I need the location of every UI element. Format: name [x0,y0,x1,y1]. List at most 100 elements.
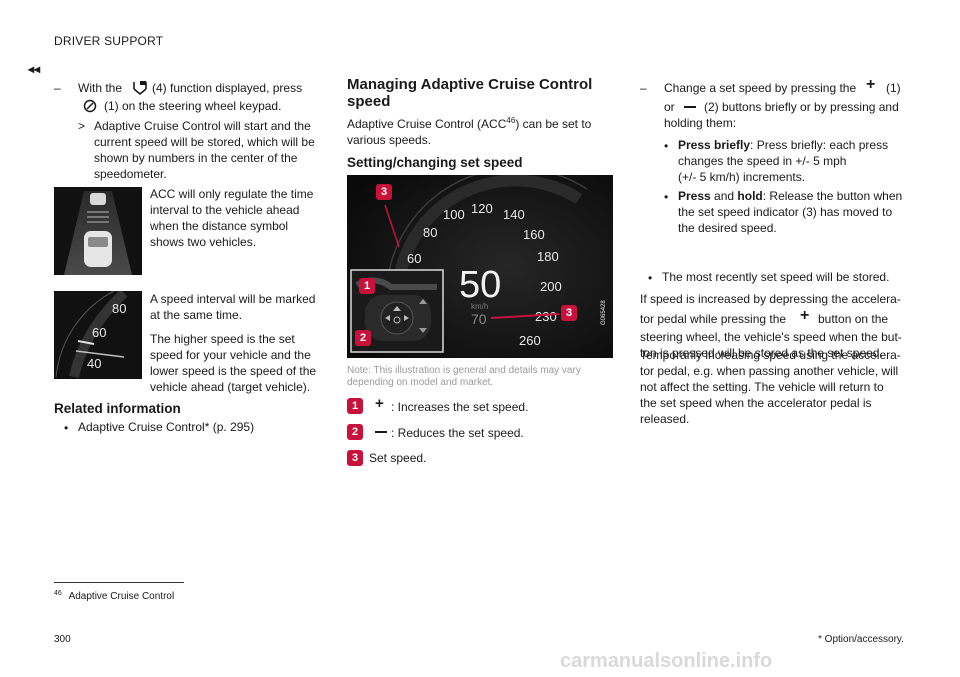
bullet-text: : Release the button when [762,189,903,203]
speed-tick: 260 [519,333,541,348]
distance-symbol-image [54,187,142,275]
title-line: speed [347,93,391,110]
page-number: 300 [54,634,71,645]
bullet-label: Press [678,189,711,203]
speed-unit: km/h [471,302,488,311]
related-link-text[interactable]: Adaptive Cruise Control* (p. 295) [78,420,255,434]
result-line: Adaptive Cruise Control will start and t… [94,119,311,133]
image1-caption: ACC will only regulate the time interval… [150,186,330,250]
bullet-label: Press briefly [678,138,751,152]
speed-tick: 120 [471,201,493,216]
paragraph-line: tor pedal while pressing the [640,312,787,326]
paragraph-accelerator: If speed is increased by depressing the … [640,291,920,361]
caption-line: vehicle ahead (target vehicle). [150,380,311,394]
subsection-title: Setting/changing set speed [347,155,523,170]
gauge-tick: 60 [92,325,106,340]
cruise-control-button-icon [83,99,97,113]
step-text: or [664,100,675,114]
paragraph-line: ton is pressed will be stored as the set… [640,346,883,360]
bullet-text: (+/- 5 km/h) increments. [678,170,806,184]
speed-tick: 230 [535,309,557,324]
watermark: carmanualsonline.info [560,650,773,672]
step-text: Change a set speed by pressing the [664,81,857,95]
gauge-tick: 80 [112,301,126,316]
paragraph-line: tor pedal, e.g. when passing another veh… [640,364,899,378]
step-text-line2: (1) on the steering wheel keypad. [104,99,282,113]
footnote-number: 46 [54,590,62,597]
caption-line: at the same time. [150,308,243,322]
legend-item: 1 + : Increases the set speed. [347,395,607,416]
two-vehicles-icon [54,187,142,275]
title-line: Managing Adaptive Cruise Control [347,76,593,93]
speed-tick: 160 [523,227,545,242]
result-line: speedometer. [94,167,167,181]
caption-line: interval to the vehicle ahead [150,203,300,217]
speedometer-illustration: 60 80 100 120 140 160 180 200 230 260 50… [347,167,613,358]
bullet-press-briefly: Press briefly: Press briefly: each press… [678,137,918,185]
paragraph-line: released. [640,412,690,426]
result-line: current speed will be stored, which will… [94,135,315,149]
legend-number: 1 [347,398,363,414]
legend-number: 2 [347,424,363,440]
paragraph-line: steering wheel, the vehicle's speed when… [640,330,902,344]
related-link[interactable]: Adaptive Cruise Control* (p. 295) [78,419,254,435]
paragraph-line: not affect the setting. The vehicle will… [640,380,884,394]
callout-badge: 3 [561,305,577,321]
bullet-press-hold: Press and hold: Release the button when … [678,188,918,236]
caption-line: speed for your vehicle and the [150,348,311,362]
page-header: DRIVER SUPPORT [54,34,164,48]
step-text-after: (4) function displayed, press [152,81,303,95]
bullet-text: The most recently set speed will be stor… [662,270,890,284]
legend-text: : Reduces the set speed. [391,426,524,440]
target-speed: 70 [471,311,487,327]
speed-interval-image: 80 60 40 [54,289,142,379]
intro-text: ) can be set to [515,117,592,131]
speed-tick: 140 [503,207,525,222]
callout-badge: 1 [359,278,375,294]
legend-item: 3 Set speed. [347,450,607,468]
intro-text: Adaptive Cruise Control (ACC [347,117,507,131]
bullet-text: changes the speed in +/- 5 mph [678,154,847,168]
legend-item: 2 : Reduces the set speed. [347,424,607,442]
legend-text: Set speed. [369,451,427,465]
paragraph-temporary: Temporarily increasing speed using the a… [640,347,920,427]
distance-symbol-icon [133,81,147,96]
bullet-text: and [710,189,738,203]
speed-tick: 80 [423,225,437,240]
caption-line: A speed interval will be marked [150,292,316,306]
speed-tick: 100 [443,207,465,222]
back-navigation-icon[interactable]: ◂◂ [28,62,41,76]
minus-icon [375,431,387,433]
paragraph-line: the set speed when the accelerator pedal… [640,396,872,410]
step-dash: – [54,81,61,95]
option-note: * Option/accessory. [818,634,904,645]
footnote-ref[interactable]: 46 [506,116,516,125]
plus-icon: + [866,76,876,93]
illustration-note: Note: This illustration is general and d… [347,365,617,389]
intro-text: various speeds. [347,133,432,147]
caption-line: ACC will only regulate the time [150,187,314,201]
step-text: holding them: [664,116,737,130]
step-text: (2) buttons briefly or by pressing and [704,100,899,114]
paragraph-line: If speed is increased by depressing the … [640,292,901,306]
related-information-heading: Related information [54,401,181,416]
bullet-text: : Press briefly: each press [750,138,889,152]
footnote-text: Adaptive Cruise Control [68,591,175,603]
intro-paragraph: Adaptive Cruise Control (ACC46) can be s… [347,113,617,148]
speed-tick: 60 [407,251,421,266]
section-title: Managing Adaptive Cruise Control speed [347,76,607,110]
speed-tick: 180 [537,249,559,264]
speed-tick: 200 [540,279,562,294]
plus-icon: + [375,395,384,412]
plus-icon: + [800,307,810,324]
bullet-text: the set speed indicator (3) has moved to [678,205,893,219]
caption-line: shows two vehicles. [150,235,257,249]
caption-line: lower speed is the speed of the [150,364,317,378]
note-line: depending on model and market. [347,377,494,388]
legend-number: 3 [347,450,363,466]
gauge-tick: 40 [87,356,101,371]
result-marker: > [78,119,86,133]
image2-caption: A speed interval will be marked at the s… [150,291,330,395]
current-speed: 50 [459,264,501,306]
step-dash: – [640,81,647,95]
